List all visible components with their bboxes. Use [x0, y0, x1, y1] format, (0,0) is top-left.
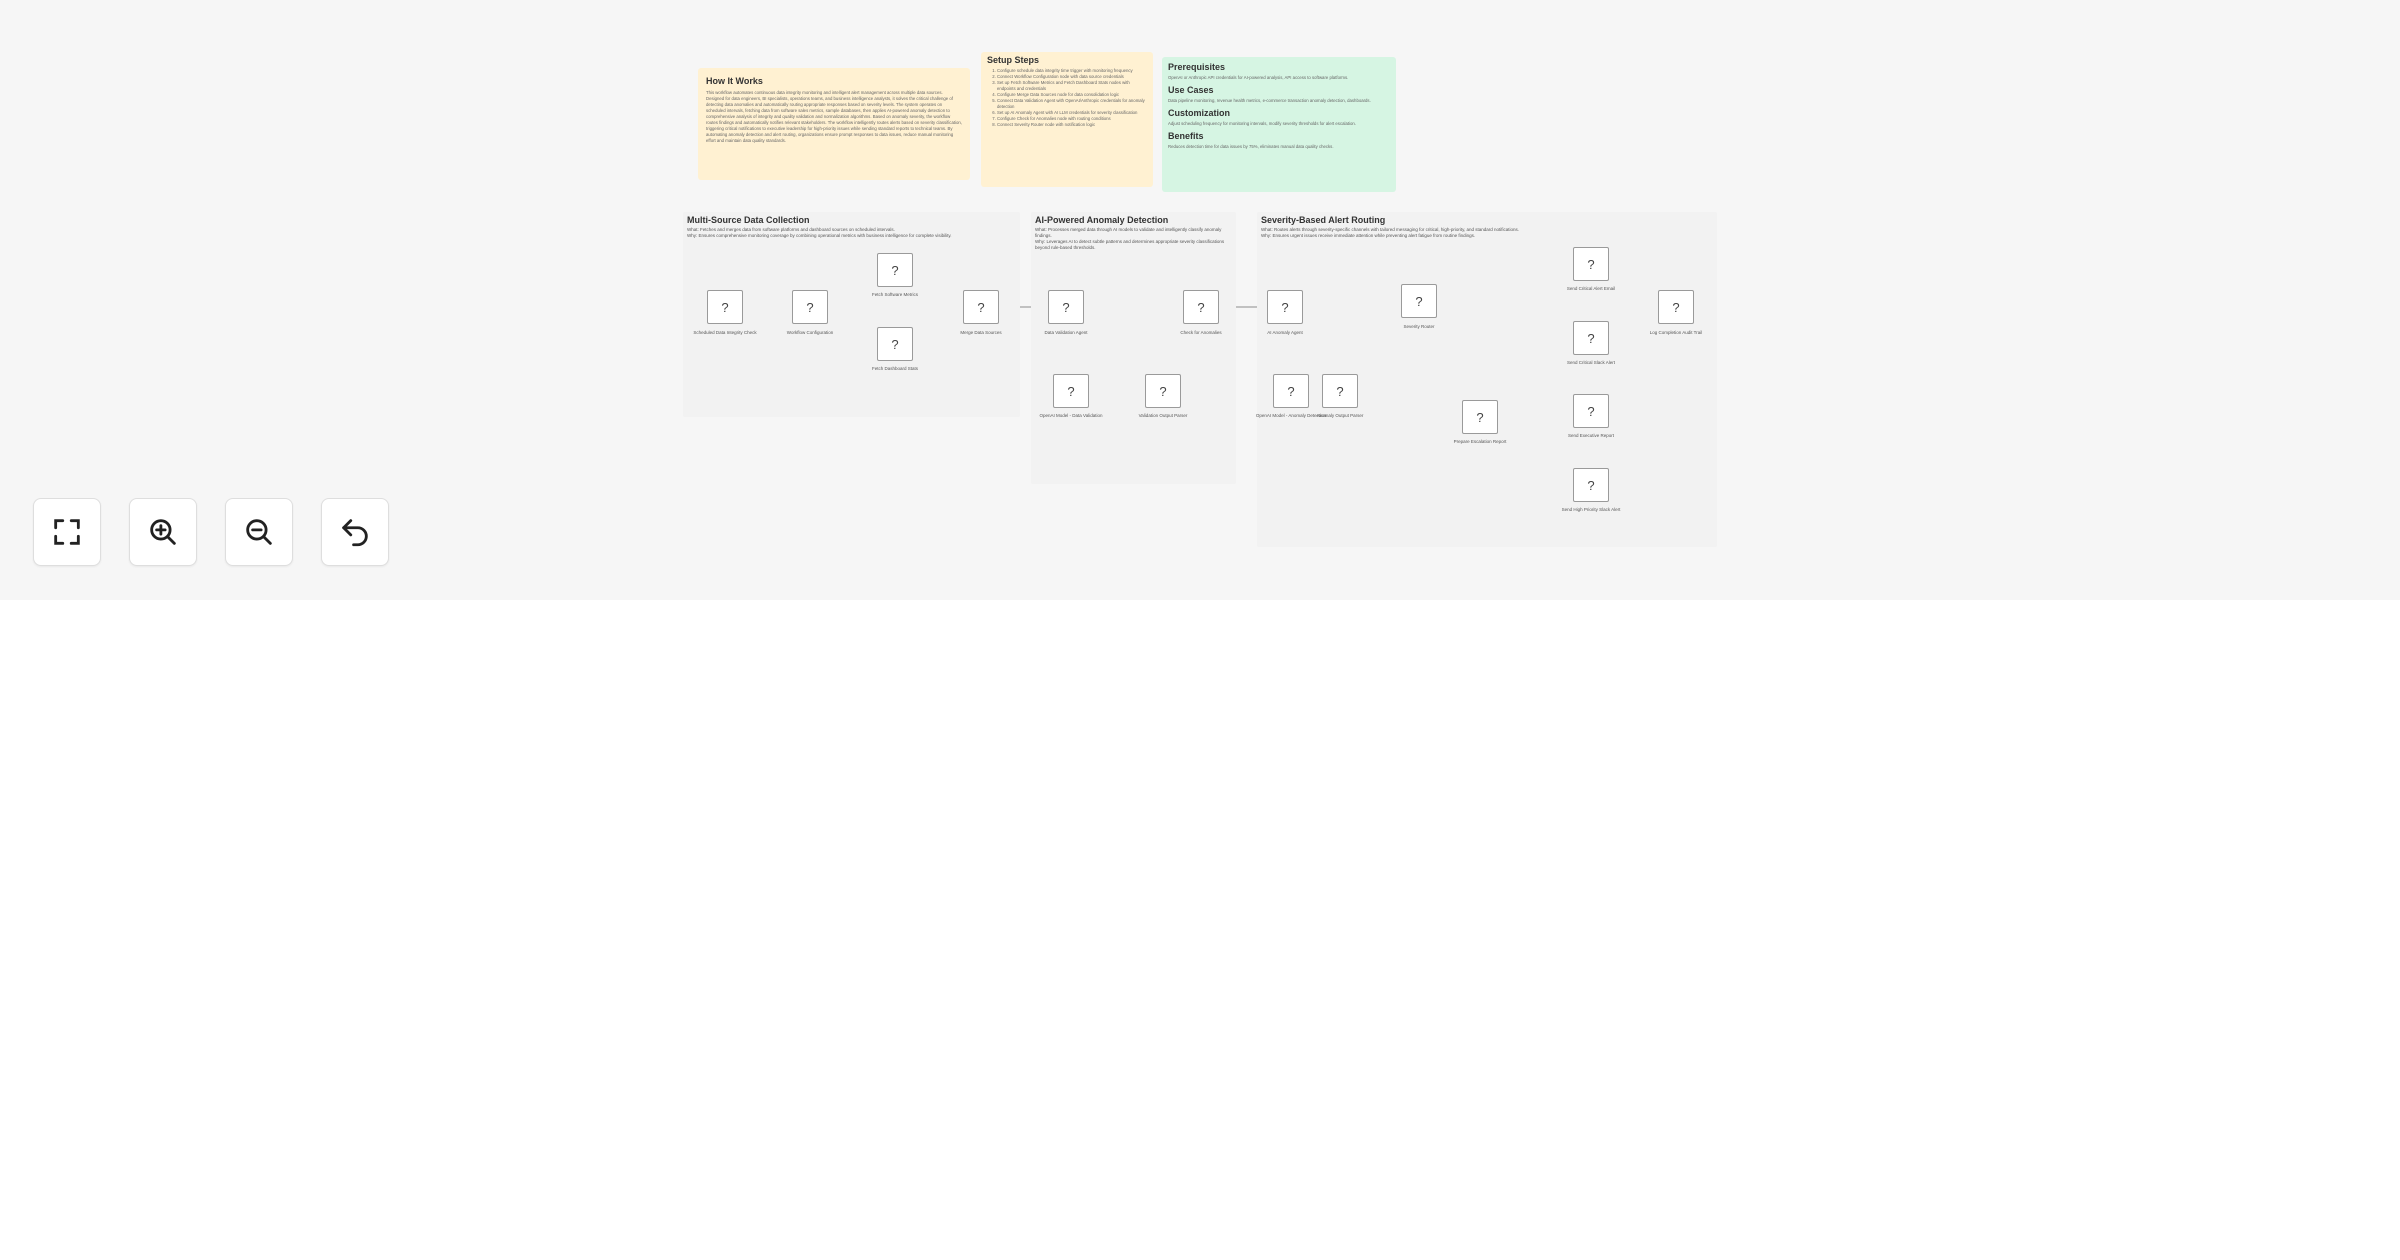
workflow-node[interactable]: ? [792, 290, 828, 324]
workflow-node[interactable]: ? [1322, 374, 1358, 408]
unknown-node-icon: ? [1197, 299, 1205, 315]
unknown-node-icon: ? [1672, 299, 1680, 315]
workflow-node[interactable]: ? [1267, 290, 1303, 324]
workflow-node[interactable]: ? [1573, 468, 1609, 502]
zoom-in-button[interactable] [129, 498, 197, 566]
section-why: Why: Leverages AI to detect subtle patte… [1035, 239, 1225, 250]
node-label: Scheduled Data Integrity Check [693, 330, 757, 335]
section-title: AI-Powered Anomaly Detection [1035, 215, 1169, 225]
unknown-node-icon: ? [1287, 383, 1295, 399]
zoom-out-button[interactable] [225, 498, 293, 566]
unknown-node-icon: ? [1281, 299, 1289, 315]
node-label: Check for Anomalies [1180, 330, 1222, 335]
node-label: Merge Data Sources [960, 330, 1002, 335]
unknown-node-icon: ? [1159, 383, 1167, 399]
reset-view-button[interactable] [321, 498, 389, 566]
workflow-node[interactable]: ? [1573, 321, 1609, 355]
workflow-node[interactable]: ? [1048, 290, 1084, 324]
zoom-in-icon [150, 519, 176, 545]
unknown-node-icon: ? [977, 299, 985, 315]
node-label: Send Executive Report [1567, 433, 1615, 438]
workflow-node[interactable]: ? [1573, 394, 1609, 428]
node-label: Send Critical Alert Email [1566, 286, 1616, 291]
unknown-node-icon: ? [1587, 477, 1595, 493]
unknown-node-icon: ? [1587, 403, 1595, 419]
workflow-node[interactable]: ? [1053, 374, 1089, 408]
customization-body: Adjust scheduling frequency for monitori… [1168, 121, 1356, 126]
benefits-body: Reduces detection time for data issues b… [1168, 144, 1334, 149]
section-title: Multi-Source Data Collection [687, 215, 810, 225]
workflow-node[interactable]: ? [1183, 290, 1219, 324]
node-label: Severity Router [1403, 324, 1435, 329]
node-label: Fetch Software Metrics [871, 292, 918, 297]
node-label: Workflow Configuration [786, 330, 834, 335]
note-title: Prerequisites [1168, 62, 1226, 72]
unknown-node-icon: ? [1067, 383, 1075, 399]
node-label: OpenAI Model - Data Validation [1039, 413, 1103, 418]
workflow-node[interactable]: ? [963, 290, 999, 324]
node-label: Anomaly Output Parser [1316, 413, 1364, 418]
node-label: Data Validation Agent [1044, 330, 1088, 335]
unknown-node-icon: ? [1587, 256, 1595, 272]
workflow-node[interactable]: ? [1273, 374, 1309, 408]
note-how-it-works[interactable]: How It Works This workflow automates con… [698, 68, 970, 180]
workflow-node[interactable]: ? [877, 327, 913, 361]
setup-steps-list: Configure schedule data integrity time t… [987, 68, 1147, 128]
note-setup-steps[interactable]: Setup Steps Configure schedule data inte… [981, 52, 1153, 187]
node-label: Prepare Escalation Report [1453, 439, 1507, 444]
note-body: This workflow automates continuous data … [706, 90, 962, 143]
workflow-node[interactable]: ? [1573, 247, 1609, 281]
customization-title: Customization [1168, 108, 1230, 118]
workflow-node[interactable]: ? [1145, 374, 1181, 408]
unknown-node-icon: ? [891, 262, 899, 278]
node-label: Log Completion Audit Trail [1649, 330, 1703, 335]
use-cases-title: Use Cases [1168, 85, 1214, 95]
setup-step: Connect Severity Router node with notifi… [997, 122, 1147, 128]
section-why: Why: Ensures urgent issues receive immed… [1261, 233, 1476, 238]
workflow-canvas[interactable]: How It Works This workflow automates con… [0, 0, 2400, 600]
setup-step: Configure Merge Data Sources node for da… [997, 92, 1147, 98]
node-label: Send High Priority Slack Alert [1561, 507, 1621, 512]
workflow-node[interactable]: ? [877, 253, 913, 287]
note-title: How It Works [706, 76, 763, 86]
note-body: OpenAI or Anthropic API credentials for … [1168, 75, 1349, 80]
unknown-node-icon: ? [806, 299, 814, 315]
section-what: What: Routes alerts through severity-spe… [1261, 227, 1520, 232]
setup-step: Set up AI Anomaly Agent with AI LLM cred… [997, 110, 1147, 116]
node-label: AI Anomaly Agent [1267, 330, 1303, 335]
unknown-node-icon: ? [1336, 383, 1344, 399]
section-what: What: Processes merged data through AI m… [1035, 227, 1222, 238]
note-prerequisites[interactable]: Prerequisites OpenAI or Anthropic API cr… [1162, 57, 1396, 192]
node-label: Send Critical Slack Alert [1566, 360, 1616, 365]
workflow-node[interactable]: ? [1462, 400, 1498, 434]
setup-step: Configure Check for Anomalies node with … [997, 116, 1147, 122]
section-title: Severity-Based Alert Routing [1261, 215, 1386, 225]
setup-step: Configure schedule data integrity time t… [997, 68, 1147, 74]
unknown-node-icon: ? [891, 336, 899, 352]
unknown-node-icon: ? [721, 299, 729, 315]
node-label: OpenAI Model - Anomaly Detection [1255, 413, 1327, 418]
workflow-node[interactable]: ? [1658, 290, 1694, 324]
node-label: Fetch Dashboard Stats [871, 366, 919, 371]
setup-step: Connect Data Validation Agent with OpenA… [997, 98, 1147, 110]
note-title: Setup Steps [987, 55, 1040, 65]
unknown-node-icon: ? [1062, 299, 1070, 315]
setup-step: Set up Fetch Software Metrics and Fetch … [997, 80, 1147, 92]
unknown-node-icon: ? [1587, 330, 1595, 346]
undo-icon [342, 519, 368, 547]
section-anomaly-detection[interactable]: AI-Powered Anomaly Detection What: Proce… [1031, 212, 1236, 484]
setup-step: Connect Workflow Configuration node with… [997, 74, 1147, 80]
section-what: What: Fetches and merges data from softw… [687, 227, 895, 232]
fit-view-button[interactable] [33, 498, 101, 566]
benefits-title: Benefits [1168, 131, 1204, 141]
node-label: Validation Output Parser [1138, 413, 1188, 418]
unknown-node-icon: ? [1415, 293, 1423, 309]
unknown-node-icon: ? [1476, 409, 1484, 425]
zoom-out-icon [246, 519, 272, 545]
workflow-node[interactable]: ? [1401, 284, 1437, 318]
fit-view-icon [54, 519, 80, 545]
use-cases-body: Data pipeline monitoring, revenue health… [1168, 98, 1371, 103]
section-why: Why: Ensures comprehensive monitoring co… [687, 233, 952, 238]
workflow-node[interactable]: ? [707, 290, 743, 324]
